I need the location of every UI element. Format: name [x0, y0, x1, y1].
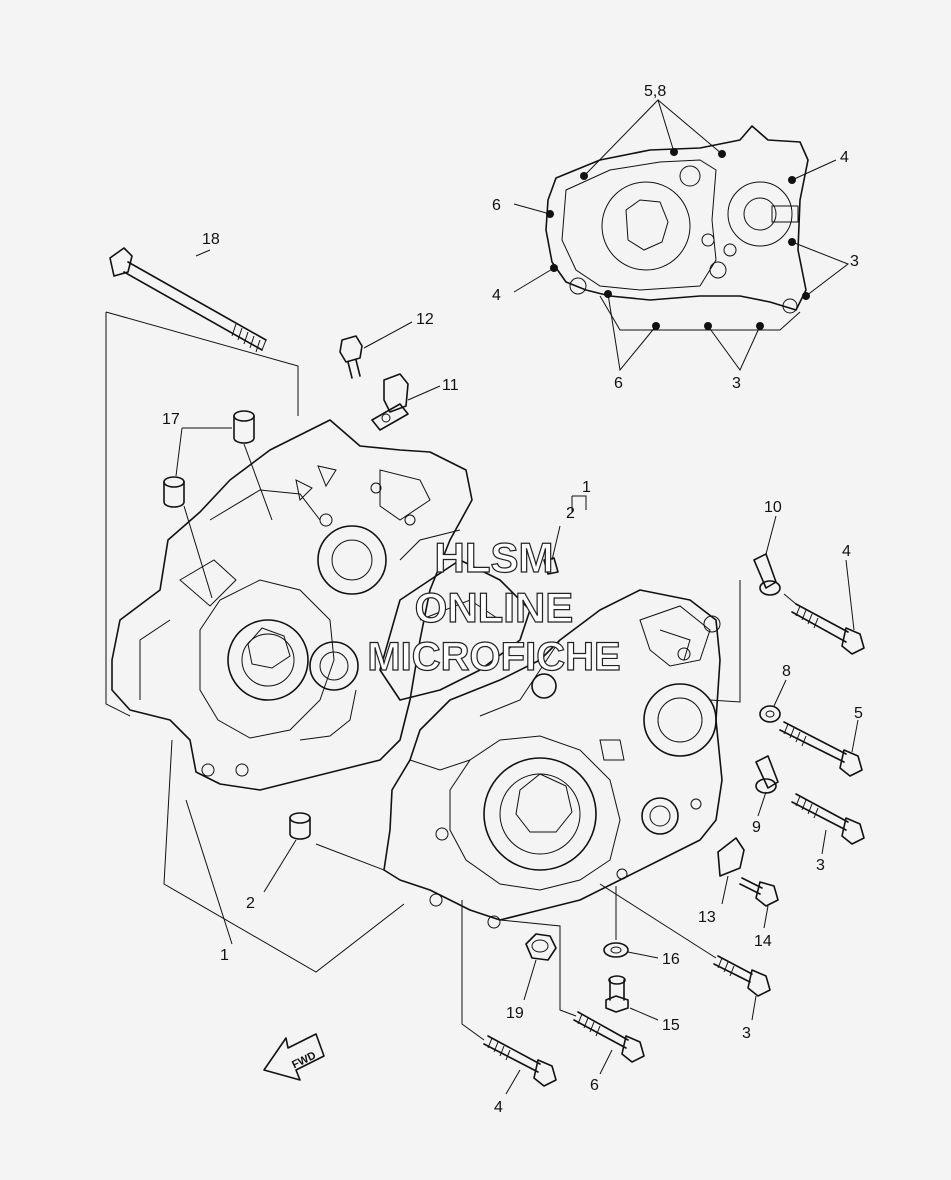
bracket-11 — [371, 373, 441, 431]
right-crankcase-half — [383, 589, 723, 929]
callout-label: 3 — [732, 375, 741, 392]
callout-label: 3 — [850, 253, 859, 270]
callout-label: 12 — [416, 311, 434, 328]
bolt-14 — [739, 877, 779, 929]
nut-19 — [523, 933, 557, 1001]
callout-label: 4 — [492, 287, 501, 304]
callout-label: 15 — [662, 1017, 680, 1034]
dowel-pin-2-top — [543, 495, 587, 575]
clamp-13 — [717, 837, 745, 905]
callout-label: 6 — [492, 197, 501, 214]
bolt-3-upper — [791, 793, 865, 855]
callout-labels: 5,8 4 6 3 4 6 3 18 12 11 17 1 2 10 4 8 5… — [162, 83, 863, 1116]
callout-label: 4 — [840, 149, 849, 166]
callout-label: 13 — [698, 909, 716, 926]
fwd-label: FWD — [290, 1050, 318, 1072]
callout-label: 17 — [162, 411, 180, 428]
callout-label: 6 — [590, 1077, 599, 1094]
bolt-6-lower — [499, 919, 645, 1075]
callout-label: 3 — [742, 1025, 751, 1042]
plug-15 — [605, 975, 659, 1021]
watermark: HLSM ONLINE MICROFICHE — [367, 533, 622, 679]
watermark-line-2: ONLINE — [415, 584, 574, 631]
callout-label: 10 — [764, 499, 782, 516]
callout-label: 8 — [782, 663, 791, 680]
callout-label: 2 — [566, 505, 575, 522]
clamp-9 — [755, 755, 779, 817]
crankcase-gasket-face-inset — [513, 99, 850, 372]
dowel-pin-2-bottom — [163, 739, 405, 973]
bolt-4-upper — [783, 559, 865, 655]
dowel-pin-17 — [163, 410, 273, 599]
callout-label: 14 — [754, 933, 772, 950]
callout-label: 3 — [816, 857, 825, 874]
bolt-12 — [339, 321, 413, 379]
callout-label: 4 — [494, 1099, 503, 1116]
washer-8 — [759, 679, 787, 723]
callout-label: 11 — [442, 377, 459, 394]
bolt-4-lower — [461, 900, 557, 1095]
watermark-line-1: HLSM — [435, 534, 554, 581]
crankcase-center-section — [379, 529, 531, 701]
washer-16 — [603, 886, 659, 959]
bolt-5 — [779, 719, 863, 777]
callout-label: 2 — [246, 895, 255, 912]
hose-guide-10 — [753, 515, 781, 596]
bolt-3-lower — [599, 883, 771, 1021]
callout-label: 9 — [752, 819, 761, 836]
callout-label: 6 — [614, 375, 623, 392]
callout-label: 5,8 — [644, 83, 666, 100]
callout-label: 1 — [220, 947, 229, 964]
assembly-bracket-right — [709, 580, 741, 703]
long-crankcase-bolt-18 — [109, 247, 267, 353]
callout-label: 18 — [202, 231, 220, 248]
callout-label: 4 — [842, 543, 851, 560]
callout-label: 1 — [582, 479, 591, 496]
callout-label: 5 — [854, 705, 863, 722]
left-crankcase-half-1 — [111, 419, 473, 791]
callout-label: 19 — [506, 1005, 524, 1022]
assembly-bracket-left — [105, 311, 299, 717]
watermark-line-3: MICROFICHE — [367, 635, 620, 679]
callout-label: 16 — [662, 951, 680, 968]
forward-direction-arrow: FWD — [263, 1033, 325, 1081]
